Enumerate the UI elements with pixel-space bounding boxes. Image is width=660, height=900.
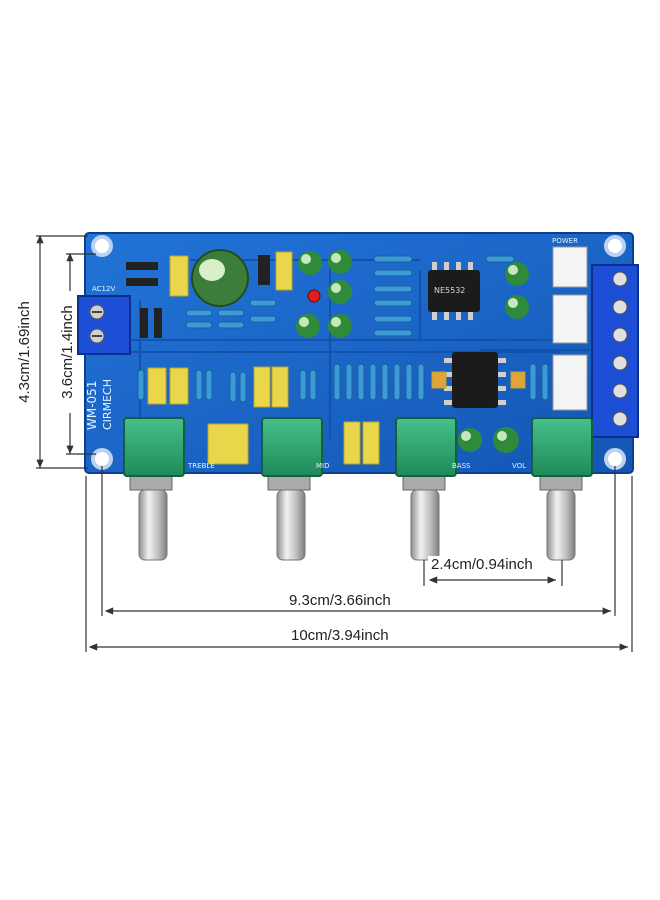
- total-height-label: 4.3cm/1.69inch: [16, 284, 34, 420]
- hole-width-label: 9.3cm/3.66inch: [286, 592, 394, 610]
- knob-spacing-label: 2.4cm/0.94inch: [428, 556, 536, 574]
- voltage-label: AC12V: [92, 285, 116, 293]
- op-amp-chips: [428, 262, 506, 408]
- pot-mid: [261, 417, 323, 561]
- pot-treble: [123, 417, 185, 561]
- white-connectors: [552, 246, 588, 411]
- diodes: [126, 255, 270, 338]
- io-terminal-block: [591, 264, 639, 438]
- chip-marking: NE5532: [434, 286, 466, 295]
- potentiometers: [123, 417, 593, 561]
- pot-bass: [395, 417, 457, 561]
- film-capacitors: [147, 251, 526, 465]
- total-width-label: 10cm/3.94inch: [288, 627, 392, 645]
- resistors: [137, 255, 549, 403]
- electrolytic-capacitors: [191, 249, 529, 453]
- hole-height-label: 3.6cm/1.4inch: [59, 291, 77, 413]
- pot-label-treble: TREBLE: [188, 462, 215, 470]
- power-led: [307, 289, 321, 303]
- brand-label: CIRMECH: [101, 379, 114, 430]
- pot-label-vol: VOL: [512, 462, 527, 470]
- dimension-lines: [36, 234, 633, 652]
- power-terminal: [77, 295, 131, 355]
- pot-label-bass: BASS: [452, 462, 471, 470]
- pot-vol: [531, 417, 593, 561]
- pot-label-mid: MID: [316, 462, 330, 470]
- power-label: POWER: [552, 237, 578, 245]
- model-label: WM-051: [85, 380, 99, 430]
